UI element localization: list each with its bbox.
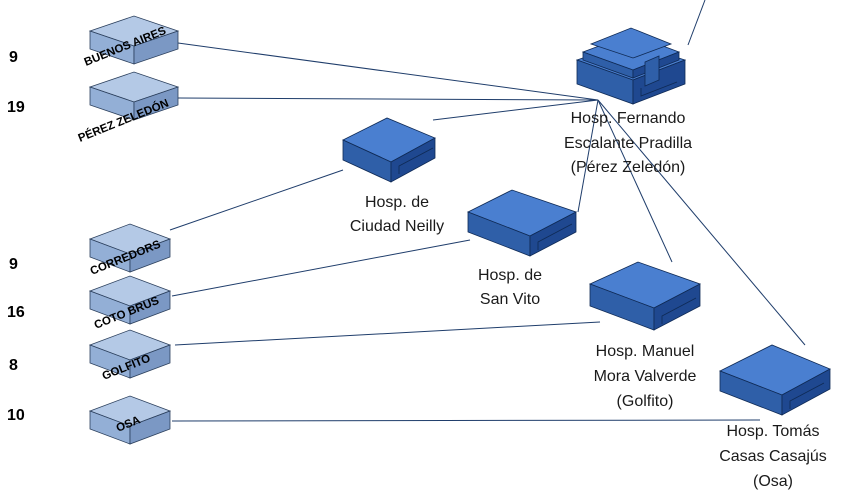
hospital-casas-line-2: Casas Casajús	[719, 448, 827, 465]
count-osa: 10	[7, 407, 25, 424]
connectors	[169, 0, 806, 422]
link-osa-to-casas	[171, 419, 761, 422]
hospital-escalante-icon	[575, 27, 687, 105]
hospital-neilly-line-1: Hosp. de	[365, 194, 429, 211]
hospital-mora-line-2: Mora Valverde	[594, 368, 697, 385]
hospital-escalante-line-3: (Pérez Zeledón)	[571, 159, 686, 176]
hospital-casas-line-1: Hosp. Tomás	[726, 423, 819, 440]
canton-box-coto-brus	[88, 275, 172, 325]
hospital-mora-icon	[588, 261, 701, 331]
count-buenos-aires: 9	[9, 49, 18, 66]
canton-box-corredores	[88, 223, 172, 273]
hospital-san-vito-icon	[467, 189, 578, 257]
hospital-mora-line-1: Hosp. Manuel	[596, 343, 695, 360]
canton-box-osa	[88, 395, 172, 445]
hospital-label-mora: Hosp. Manuel Mora Valverde (Golfito)	[594, 343, 697, 410]
link-escalante-offpage	[687, 0, 706, 46]
link-coto-brus-to-san-vito	[171, 239, 471, 297]
count-corredores: 9	[9, 256, 18, 273]
canton-counts: 9 19 9 16 8 10	[7, 49, 25, 424]
count-coto-brus: 16	[7, 304, 25, 321]
canton-box-golfito	[88, 329, 172, 379]
hospital-neilly-icon	[342, 117, 436, 183]
hospital-casas-icon	[719, 344, 831, 416]
count-perez-zeledon: 19	[7, 99, 25, 116]
hospital-label-escalante: Hosp. Fernando Escalante Pradilla (Pérez…	[564, 110, 692, 176]
hospital-san-vito-line-1: Hosp. de	[478, 267, 542, 284]
link-buenos-aires-to-escalante	[177, 42, 599, 101]
hospital-escalante-line-1: Hosp. Fernando	[571, 110, 686, 127]
canton-box-buenos-aires	[88, 15, 180, 65]
link-mora-to-escalante	[597, 99, 673, 263]
hospital-casas-line-3: (Osa)	[753, 473, 793, 490]
hospital-label-san-vito: Hosp. de San Vito	[478, 267, 542, 308]
link-casas-to-escalante	[597, 99, 806, 346]
hospital-neilly-line-2: Ciudad Neilly	[350, 218, 444, 235]
hospital-label-neilly: Hosp. de Ciudad Neilly	[350, 194, 444, 235]
link-neilly-to-escalante	[432, 99, 599, 121]
link-golfito-to-mora	[174, 321, 601, 346]
link-perez-zeledon-to-escalante	[177, 97, 599, 101]
count-golfito: 8	[9, 357, 18, 374]
hospital-san-vito-line-2: San Vito	[480, 291, 540, 308]
link-corredores-to-neilly	[169, 169, 344, 231]
hospital-escalante-line-2: Escalante Pradilla	[564, 135, 692, 152]
hospital-mora-line-3: (Golfito)	[617, 393, 674, 410]
hospital-label-casas: Hosp. Tomás Casas Casajús (Osa)	[719, 423, 827, 490]
link-san-vito-to-escalante	[577, 99, 599, 213]
canton-box-perez-zeledon	[88, 71, 180, 121]
